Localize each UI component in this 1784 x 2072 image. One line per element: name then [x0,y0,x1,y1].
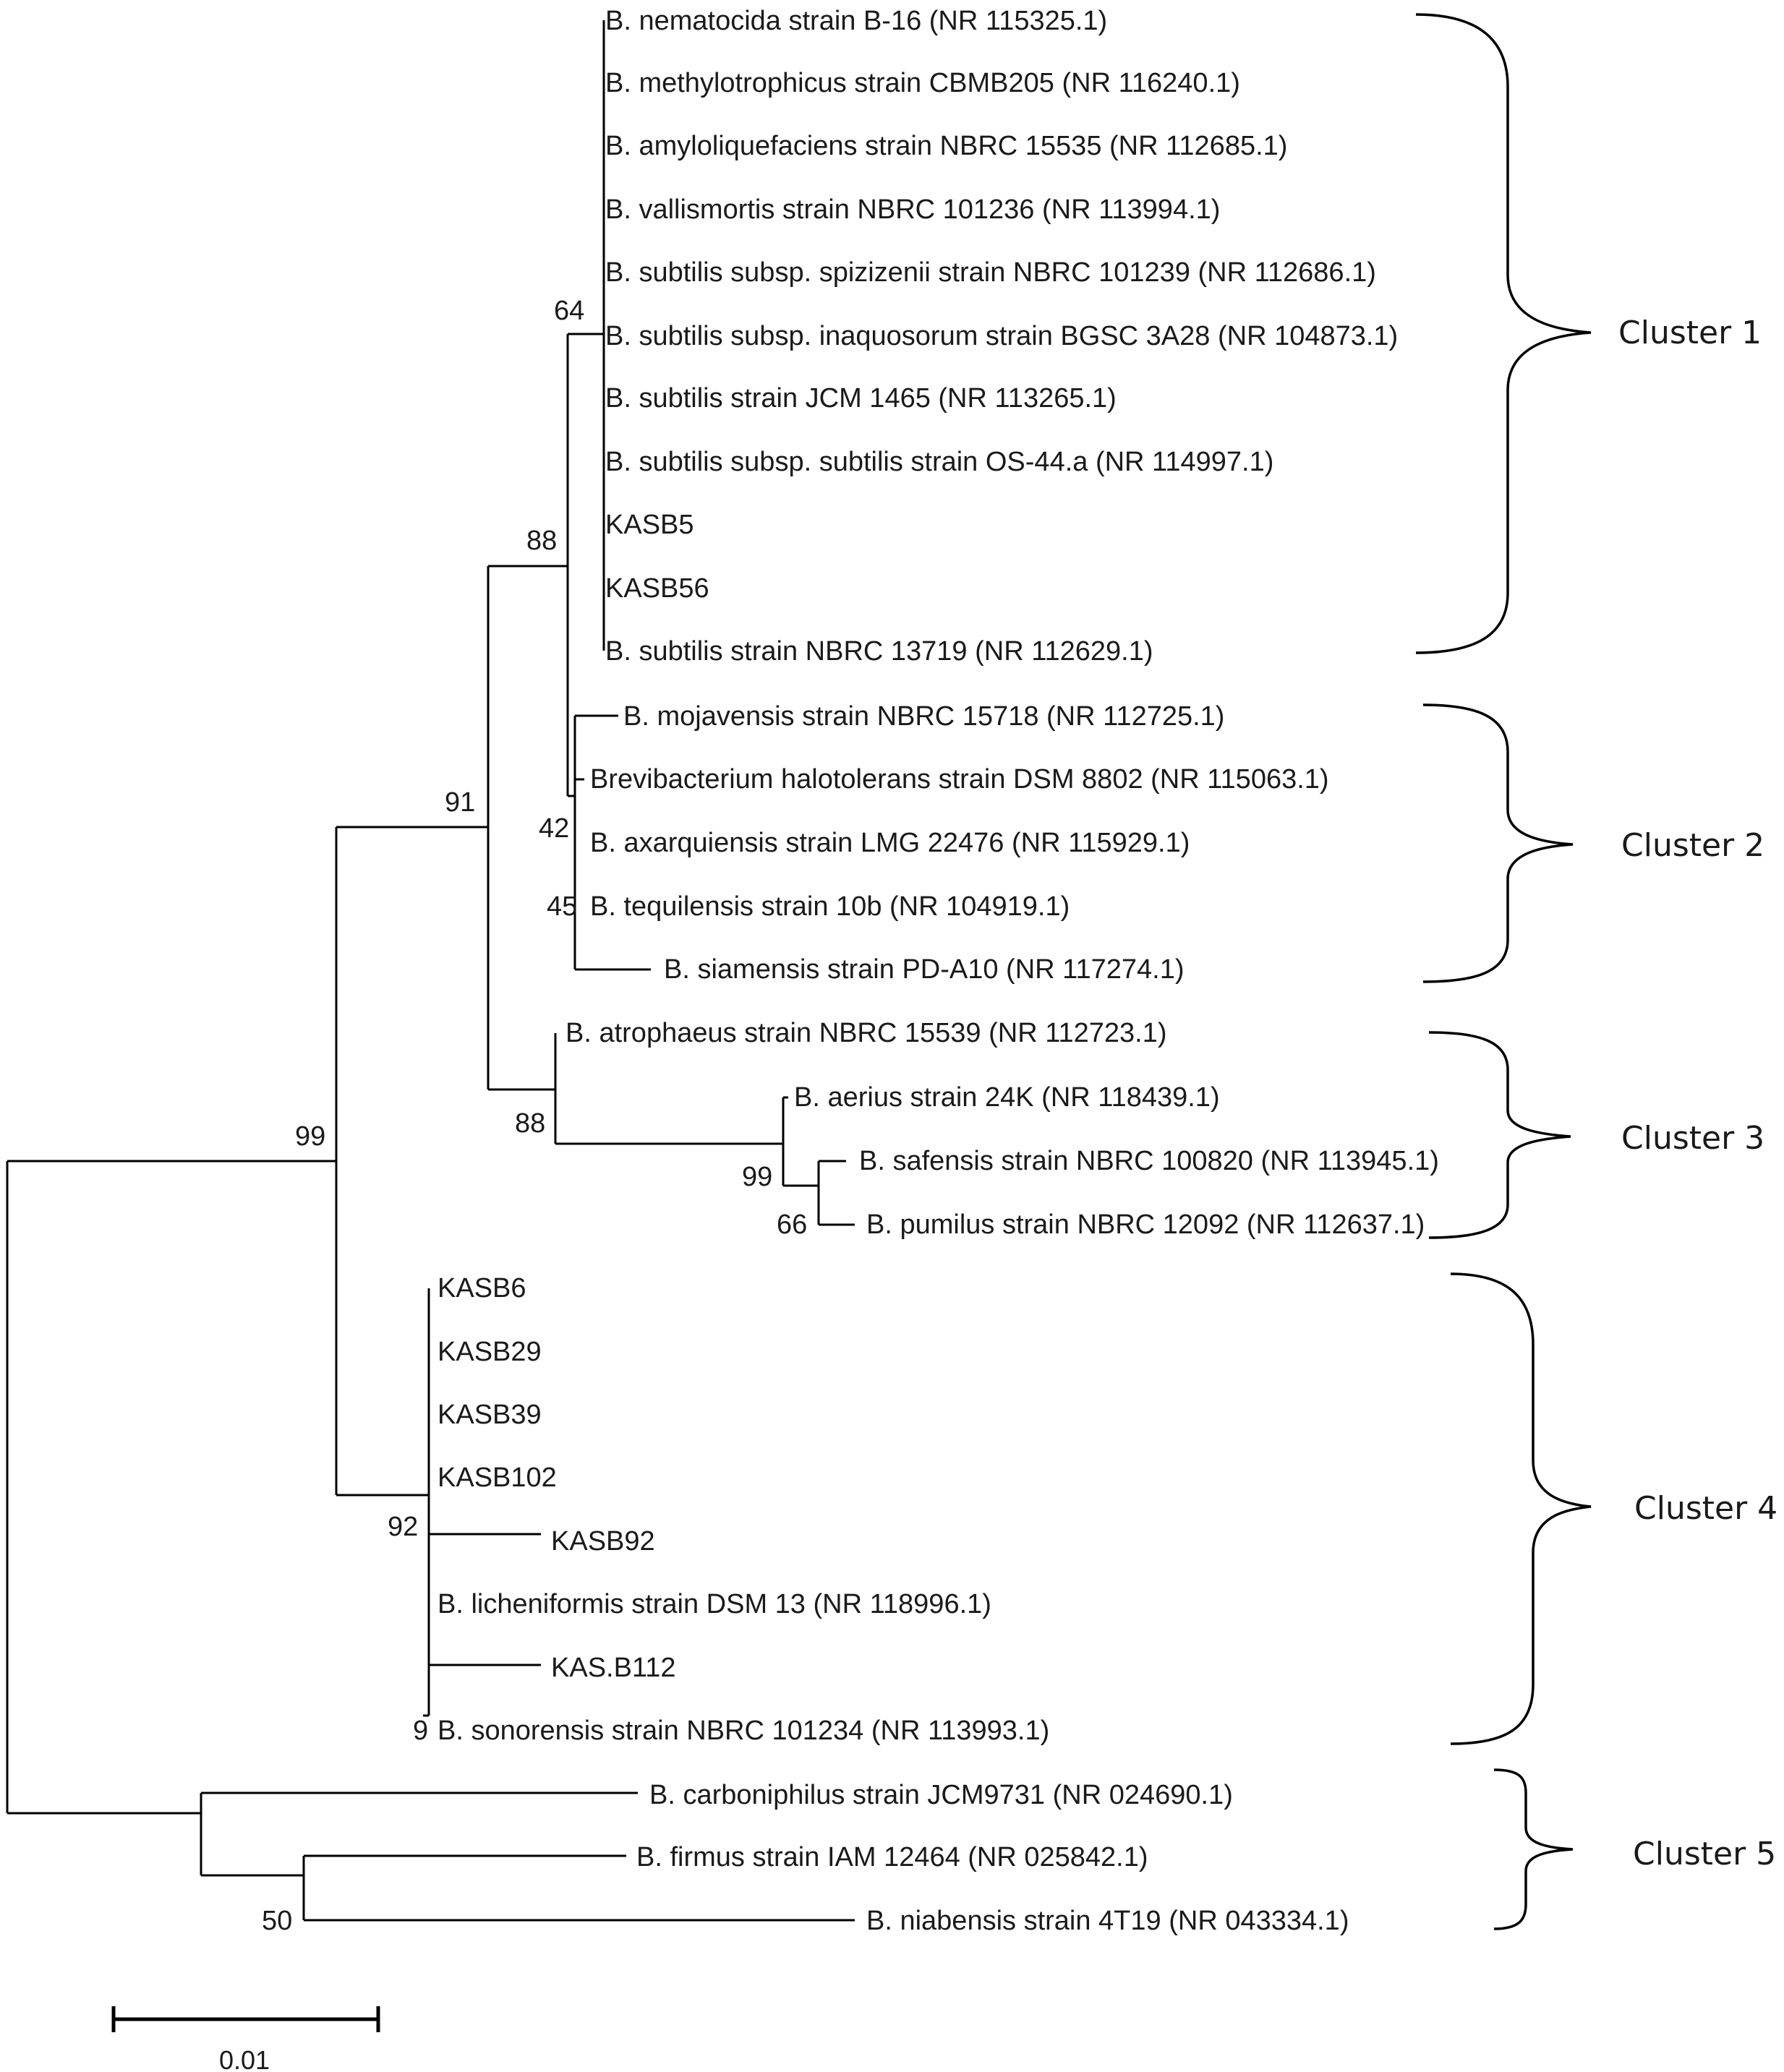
leaf-label: B. safensis strain NBRC 100820 (NR 11394… [859,1146,1439,1176]
leaf-label: KASB102 [438,1463,557,1493]
leaf-label: B. methylotrophicus strain CBMB205 (NR 1… [605,68,1240,98]
cluster-brace [1493,1768,1574,1930]
bootstrap-value: 42 [539,813,569,844]
bootstrap-value: 66 [777,1210,807,1240]
leaf-label: B. firmus strain IAM 12464 (NR 025842.1) [636,1842,1148,1872]
leaf-label: B. subtilis subsp. spizizenii strain NBR… [605,257,1376,288]
leaf-label: B. siamensis strain PD-A10 (NR 117274.1) [664,954,1184,985]
cluster-labels: Cluster 1 Cluster 2 Cluster 3 Cluster 4 … [1618,314,1777,1872]
leaf-label: B. niabensis strain 4T19 (NR 043334.1) [866,1906,1349,1936]
leaf-label: B. licheniformis strain DSM 13 (NR 11899… [438,1589,991,1619]
leaf-label: B. subtilis strain NBRC 13719 (NR 112629… [605,636,1153,667]
bootstrap-value: 91 [445,787,475,818]
leaf-label: B. aerius strain 24K (NR 118439.1) [794,1082,1220,1113]
leaf-label: KASB39 [438,1400,542,1430]
bootstrap-value: 99 [295,1121,325,1152]
bootstrap-value: 92 [388,1512,418,1542]
leaf-label: B. subtilis subsp. subtilis strain OS-44… [605,447,1273,477]
bootstrap-values: 99 91 88 88 64 42 45 88 99 66 92 9 50 [262,296,807,1936]
leaf-labels: B. nematocida strain B-16 (NR 115325.1) … [438,6,1439,1936]
leaf-label: B. subtilis strain JCM 1465 (NR 113265.1… [605,383,1117,414]
cluster-label: Cluster 5 [1633,1836,1776,1872]
leaf-label: Brevibacterium halotolerans strain DSM 8… [590,764,1329,795]
cluster-label: Cluster 3 [1621,1120,1764,1157]
bootstrap-value: 99 [742,1162,772,1192]
cluster-brace [1422,703,1574,983]
leaf-label: B. tequilensis strain 10b (NR 104919.1) [590,891,1070,922]
leaf-label: KASB5 [605,510,694,540]
bootstrap-value: 9 [413,1716,428,1746]
cluster-brace [1450,1272,1592,1745]
leaf-label: B. sonorensis strain NBRC 101234 (NR 113… [438,1716,1049,1746]
scale-bar: 0.01 [111,2006,380,2072]
leaf-label: B. pumilus strain NBRC 12092 (NR 112637.… [866,1210,1425,1240]
leaf-label: B. amyloliquefaciens strain NBRC 15535 (… [605,131,1287,161]
leaf-label: B. subtilis subsp. inaquosorum strain BG… [605,321,1398,351]
leaf-label: B. axarquiensis strain LMG 22476 (NR 115… [590,828,1190,858]
leaf-label: B. vallismortis strain NBRC 101236 (NR 1… [605,194,1220,225]
bootstrap-value: 50 [262,1906,292,1936]
cluster-brace [1415,13,1592,654]
cluster-braces [1415,13,1592,1930]
leaf-label: B. atrophaeus strain NBRC 15539 (NR 1127… [565,1018,1167,1048]
cluster-label: Cluster 1 [1618,314,1762,351]
bootstrap-value: 88 [515,1108,545,1139]
bootstrap-value: 64 [554,296,584,326]
leaf-label: B. carboniphilus strain JCM9731 (NR 0246… [649,1780,1233,1810]
scale-bar-label: 0.01 [219,2045,270,2072]
bootstrap-value: 88 [526,526,557,556]
bootstrap-value: 45 [547,891,577,922]
cluster-label: Cluster 4 [1634,1490,1777,1527]
leaf-label: KASB29 [438,1337,542,1367]
leaf-label: KAS.B112 [551,1653,676,1683]
tree-branches [6,20,855,1922]
leaf-label: KASB56 [605,573,709,604]
cluster-brace [1428,1031,1571,1239]
leaf-label: B. nematocida strain B-16 (NR 115325.1) [605,6,1107,36]
leaf-label: KASB6 [438,1273,526,1303]
leaf-label: B. mojavensis strain NBRC 15718 (NR 1127… [623,701,1224,732]
leaf-label: KASB92 [551,1526,655,1557]
cluster-label: Cluster 2 [1621,827,1764,864]
